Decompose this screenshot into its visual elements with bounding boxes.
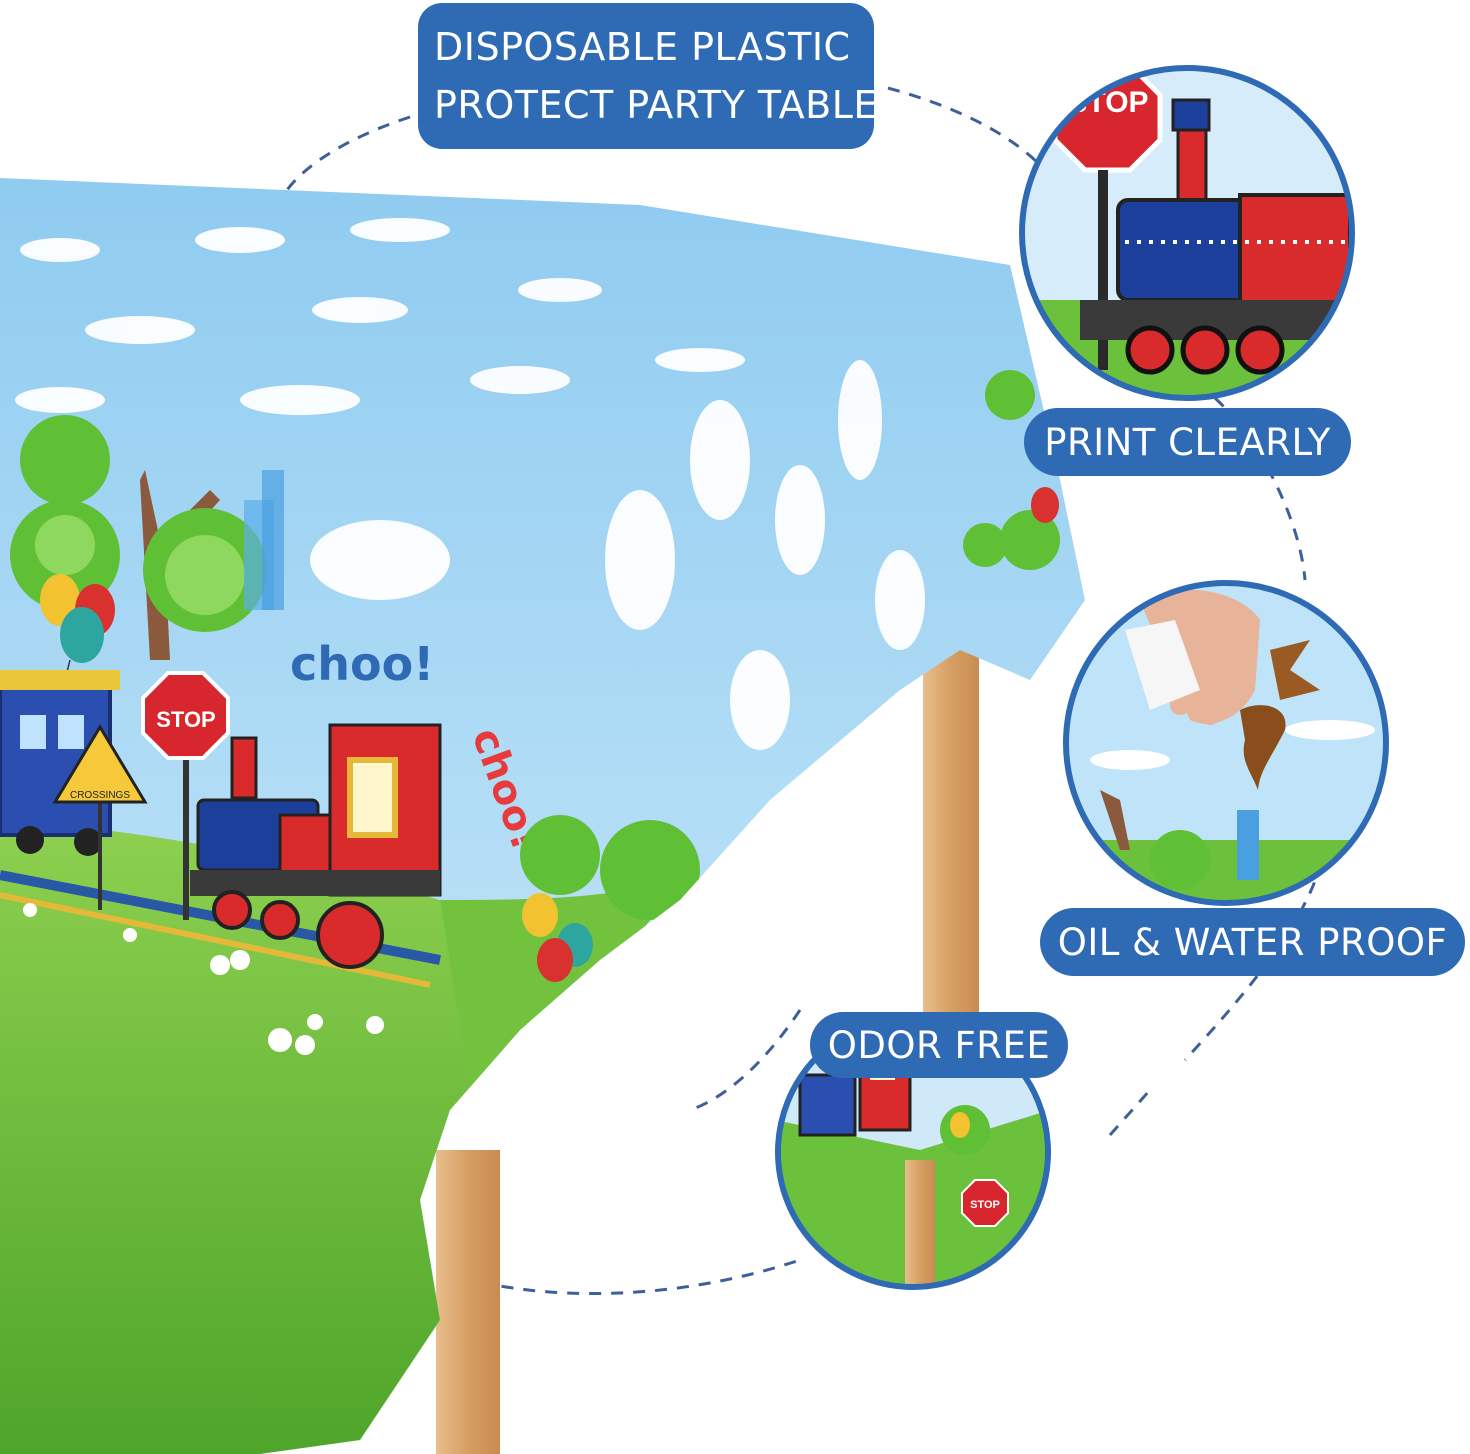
stop-sign-icon: STOP: [141, 671, 230, 920]
tree-icon: [10, 415, 267, 660]
zoom-circle-oil: [1063, 580, 1389, 906]
odor-free-label: ODOR FREE: [810, 1012, 1068, 1078]
train-icon: [0, 670, 120, 856]
balloon-icon: [40, 574, 115, 701]
disposable-plastic-line1: DISPOSABLE PLASTIC: [434, 25, 851, 69]
crossings-text: CROSSINGS: [70, 790, 130, 801]
disposable-plastic-line2: PROTECT PARTY TABLE: [434, 83, 878, 127]
zoom-stop-bottom-text: STOP: [970, 1199, 1000, 1211]
print-clearly-label: PRINT CLEARLY: [1024, 408, 1351, 476]
disposable-plastic-label: DISPOSABLE PLASTIC PROTECT PARTY TABLE: [418, 3, 877, 149]
stop-fold-text: STOP: [556, 1052, 614, 1098]
oil-water-proof-label: OIL & WATER PROOF: [1040, 908, 1465, 976]
choo-main-text: choo!: [290, 637, 434, 691]
train-icon: [190, 723, 442, 969]
stop-main-text: STOP: [156, 707, 216, 732]
table-legs: [436, 640, 979, 1454]
crossing-sign-icon: CROSSINGS: [52, 724, 148, 910]
zoom-circle-print: STOP: [1019, 65, 1355, 401]
stop-sign-icon: STOP: [543, 1028, 632, 1117]
